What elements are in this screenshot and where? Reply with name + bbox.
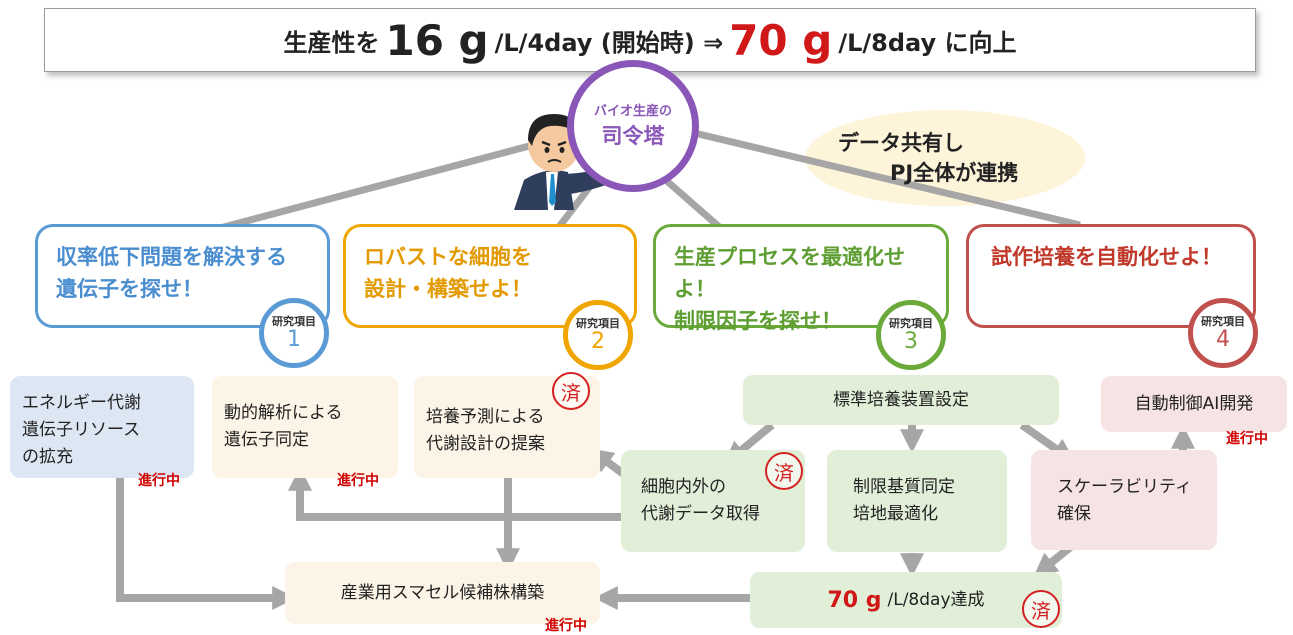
card-line: 遺伝子リソース	[22, 420, 141, 440]
status-in-progress-energy: 進行中	[138, 473, 180, 489]
card-line: 制限基質同定	[853, 477, 955, 497]
badge-number: 2	[591, 328, 605, 354]
card-standard-setup: 標準培養装置設定	[743, 375, 1059, 425]
card-achievement: 70 g /L/8day達成	[750, 572, 1062, 628]
card-line: 自動制御AI開発	[1134, 393, 1254, 414]
badge-number: 4	[1216, 326, 1230, 352]
task-3-line2: 制限因子を探せ！	[674, 309, 842, 333]
done-stamp-culture: 済	[552, 372, 590, 410]
task-box-2: ロバストな細胞を 設計・構築せよ！	[343, 224, 637, 328]
card-candidate-strain: 産業用スマセル候補株構築	[285, 562, 600, 624]
card-energy-metabolism: エネルギー代謝 遺伝子リソース の拡充	[10, 376, 194, 478]
badge-label: 研究項目	[576, 316, 620, 330]
task-box-4: 試作培養を自動化せよ！	[966, 224, 1256, 328]
status-in-progress-dynamic: 進行中	[337, 473, 379, 489]
status-in-progress-ai: 進行中	[1226, 431, 1268, 447]
card-line: の拡充	[22, 447, 73, 467]
banner-start-rate: /L/4day (開始時) ⇒	[494, 28, 724, 57]
card-line: 代謝データ取得	[641, 504, 760, 524]
achieve-value: 70 g	[827, 587, 882, 613]
done-stamp-achieve: 済	[1022, 590, 1060, 628]
arrow-celldata-to-culture	[589, 448, 628, 479]
card-line: 培養予測による	[426, 407, 545, 427]
research-item-badge-1: 研究項目 1	[259, 298, 329, 368]
card-dynamic-analysis: 動的解析による 遺伝子同定	[212, 376, 398, 478]
card-line: 産業用スマセル候補株構築	[340, 582, 545, 603]
research-item-badge-3: 研究項目 3	[876, 300, 946, 370]
arrow-celldata-to-dynamic	[288, 466, 625, 521]
badge-label: 研究項目	[272, 314, 316, 328]
banner-prefix: 生産性を	[283, 28, 380, 57]
research-item-badge-4: 研究項目 4	[1188, 298, 1258, 368]
data-share-line2: PJ全体が連携	[890, 161, 1019, 185]
hub-lines	[204, 128, 1081, 236]
task-2-line1: ロバストな細胞を	[364, 245, 532, 269]
task-1-line1: 収率低下問題を解決する	[56, 245, 287, 269]
banner-target-rate: /L/8day に向上	[838, 28, 1017, 57]
card-scalability: スケーラビリティ 確保	[1031, 450, 1217, 550]
task-3-line1: 生産プロセスを最適化せよ！	[674, 245, 905, 301]
card-limiting-substrate: 制限基質同定 培地最適化	[827, 450, 1007, 552]
badge-label: 研究項目	[1201, 314, 1245, 328]
card-line: 培地最適化	[853, 504, 938, 524]
data-share-note: データ共有し PJ全体が連携	[838, 128, 1058, 188]
card-line: エネルギー代謝	[22, 393, 141, 413]
achieve-rate: /L/8day達成	[887, 589, 985, 610]
hub-circle: バイオ生産の 司令塔	[567, 60, 699, 192]
badge-label: 研究項目	[889, 316, 933, 330]
hub-line1: バイオ生産の	[593, 104, 672, 119]
card-line: 確保	[1057, 504, 1091, 524]
arrow-energy-to-candidate	[116, 478, 297, 610]
card-line: スケーラビリティ	[1057, 477, 1192, 497]
task-1-line2: 遺伝子を探せ！	[56, 277, 203, 301]
card-line: 標準培養装置設定	[833, 389, 969, 410]
research-item-badge-2: 研究項目 2	[563, 300, 633, 370]
goal-banner: 生産性を 16 g /L/4day (開始時) ⇒ 70 g /L/8day に…	[44, 8, 1256, 72]
card-line: 代謝設計の提案	[426, 434, 545, 454]
badge-number: 3	[904, 328, 918, 354]
card-line: 遺伝子同定	[224, 430, 309, 450]
task-2-line2: 設計・構築せよ！	[364, 277, 532, 301]
data-share-line1: データ共有し	[838, 131, 964, 155]
badge-number: 1	[287, 326, 301, 352]
banner-start-value: 16 g	[385, 15, 489, 65]
status-in-progress-candidate: 進行中	[545, 618, 587, 634]
card-line: 細胞内外の	[641, 477, 726, 497]
card-auto-control-ai: 自動制御AI開発	[1101, 376, 1287, 432]
done-stamp-celldata: 済	[765, 452, 803, 490]
card-line: 動的解析による	[224, 403, 343, 423]
task-box-3: 生産プロセスを最適化せよ！ 制限因子を探せ！	[653, 224, 949, 333]
hub-line2: 司令塔	[601, 124, 665, 148]
task-4-line1: 試作培養を自動化せよ！	[991, 245, 1222, 269]
banner-target-value: 70 g	[729, 15, 833, 65]
